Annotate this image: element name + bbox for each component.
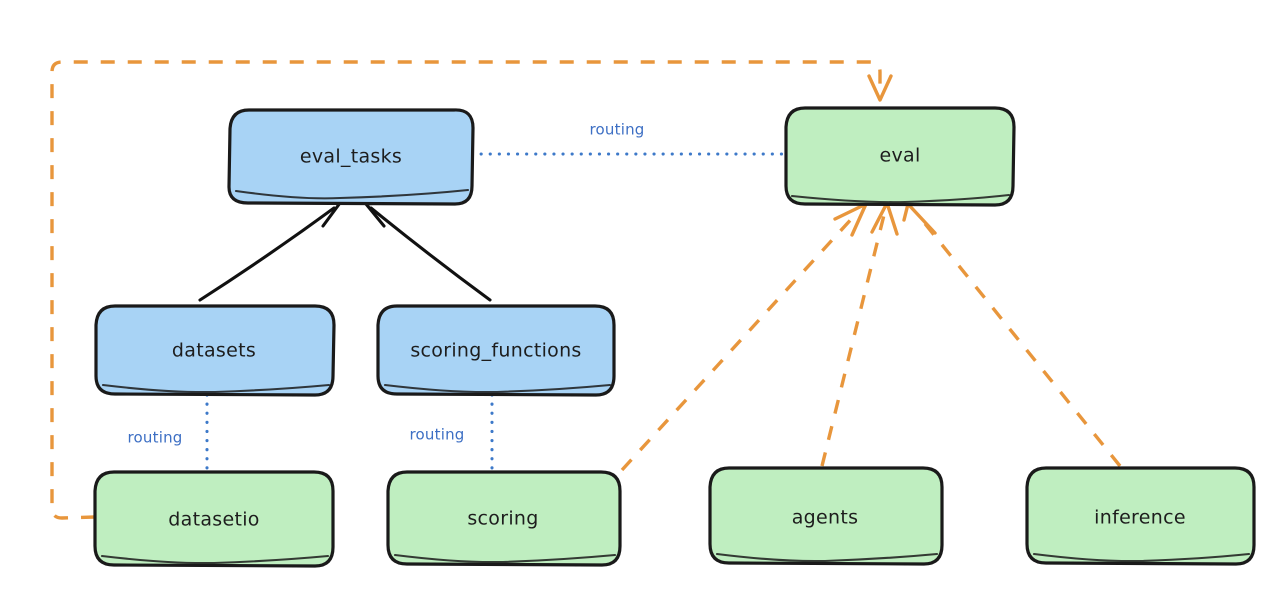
node-inference-border	[1025, 466, 1256, 566]
node-agents-fill	[710, 468, 942, 563]
hierarchy-edges-group	[198, 199, 492, 302]
node-scoring[interactable]: scoring	[386, 470, 622, 567]
node-inference-fill	[1027, 468, 1254, 563]
node-agents[interactable]: agents	[708, 466, 944, 566]
node-scoring-border	[386, 470, 622, 567]
edge-datasets-eval_tasks	[198, 199, 342, 302]
edge-labels-group: routing routing routing	[128, 121, 645, 447]
node-eval_tasks[interactable]: eval_tasks	[227, 108, 475, 206]
node-inference[interactable]: inference	[1025, 466, 1256, 566]
node-datasets-border	[94, 304, 336, 397]
node-datasets-fill	[96, 306, 334, 394]
edge-label-routing-eval: routing	[590, 121, 645, 139]
node-eval-sketch-underline	[790, 193, 1011, 204]
dependency-edges-group	[50, 60, 1122, 520]
node-eval-label: eval	[879, 145, 920, 167]
node-datasets[interactable]: datasets	[94, 304, 336, 397]
edge-path-scoring-eval	[620, 213, 857, 472]
edge-label-routing-datasetio: routing	[128, 429, 183, 447]
node-scoring-label: scoring	[467, 508, 538, 530]
edge-inference-eval	[902, 202, 1122, 468]
node-agents-border	[708, 466, 944, 566]
node-datasets-sketch-underline	[101, 383, 331, 394]
node-datasetio-sketch-underline	[100, 554, 330, 565]
node-scoring-sketch-underline	[393, 553, 617, 564]
edge-path-agents-eval	[820, 214, 886, 467]
edge-label-routing-scoring: routing	[410, 426, 465, 444]
node-eval_tasks-border	[227, 108, 475, 206]
node-datasets-label: datasets	[172, 340, 256, 362]
edge-path-datasetio-eval	[50, 60, 882, 520]
node-scoring_functions-label: scoring_functions	[410, 340, 581, 362]
arrowhead-datasetio-eval	[867, 74, 893, 102]
node-datasetio[interactable]: datasetio	[93, 470, 335, 568]
node-eval-border	[784, 106, 1016, 207]
node-scoring_functions-border	[376, 304, 616, 397]
node-agents-label: agents	[792, 507, 859, 529]
node-eval_tasks-sketch-underline	[234, 188, 470, 200]
node-datasetio-label: datasetio	[168, 509, 259, 531]
node-scoring_functions[interactable]: scoring_functions	[376, 304, 616, 397]
edge-path-scoring_functions-eval_tasks	[369, 206, 492, 302]
routing-edges-group	[205, 152, 788, 474]
node-inference-label: inference	[1094, 507, 1186, 529]
node-datasetio-border	[93, 470, 335, 568]
node-agents-sketch-underline	[715, 552, 939, 563]
edge-agents-eval	[820, 201, 899, 467]
node-eval_tasks-label: eval_tasks	[300, 146, 402, 168]
edge-path-datasets-eval_tasks	[198, 206, 336, 302]
node-eval_tasks-fill	[229, 110, 473, 203]
node-eval-fill	[786, 109, 1014, 204]
node-scoring-fill	[388, 472, 620, 564]
node-scoring_functions-fill	[378, 306, 614, 394]
arrowhead-scoring-eval	[833, 202, 868, 237]
node-scoring_functions-sketch-underline	[383, 383, 612, 394]
edge-scoring_functions-eval_tasks	[364, 200, 492, 302]
node-inference-sketch-underline	[1032, 552, 1251, 563]
node-eval[interactable]: eval	[784, 106, 1016, 207]
edge-datasetio-eval	[50, 60, 893, 520]
node-datasetio-fill	[95, 472, 333, 565]
edge-path-inference-eval	[916, 213, 1122, 468]
arrowhead-inference-eval	[902, 202, 937, 235]
